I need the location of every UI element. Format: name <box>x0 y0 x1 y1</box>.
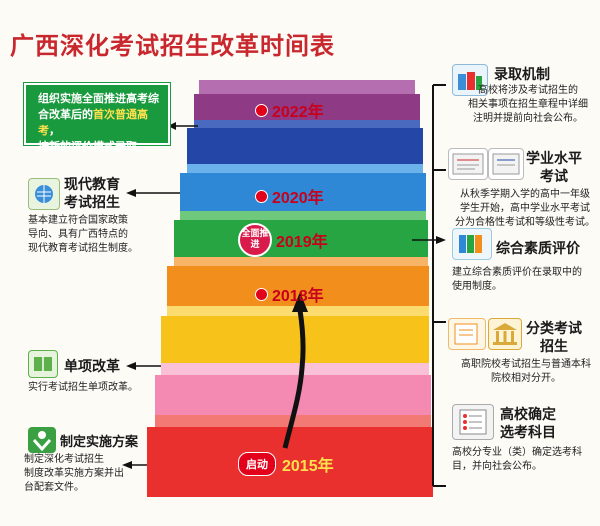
step-3 <box>161 306 429 363</box>
progress-arrow-head <box>292 292 308 312</box>
year-2022: 2022年 <box>272 104 324 121</box>
step-5 <box>174 211 428 257</box>
highlight-text: 首次普通高考 <box>38 108 148 137</box>
answer-sheet-icon <box>488 148 524 180</box>
year-2015: 2015年 <box>282 458 334 475</box>
marker-2022: 2022年 <box>255 98 324 122</box>
building-icon <box>488 318 522 350</box>
step-7 <box>187 120 423 164</box>
single-reform-heading: 单项改革 <box>64 359 120 375</box>
classified-desc: 高职院校考试招生与普通本科 院校相对分开。 <box>461 359 591 384</box>
document-icon <box>448 318 486 350</box>
arrow-2020 <box>126 189 136 197</box>
single-reform-desc: 实行考试招生单项改革。 <box>28 382 138 393</box>
full-advance-badge: 全面推进 <box>238 223 272 257</box>
globe-icon <box>28 178 60 210</box>
proficiency-heading: 学业水平 考试 <box>526 151 582 185</box>
step-2 <box>155 363 431 415</box>
arrow-2019 <box>436 236 446 244</box>
step-1 <box>147 415 433 497</box>
marker-2018: 2018年 <box>255 282 324 306</box>
book-icon <box>28 350 58 378</box>
subjects-desc: 高校分专业（类）确定选考科 目，并向社会公布。 <box>452 447 582 472</box>
marker-dot <box>255 287 268 301</box>
year-2019: 2019年 <box>276 234 328 251</box>
folders-icon <box>452 228 492 260</box>
arrow-plan <box>122 461 132 469</box>
marker-2020: 2020年 <box>255 184 324 208</box>
modern-exam-desc: 基本建立符合国家政策 导向、具有广西特点的 现代教育考试招生制度。 <box>28 215 138 254</box>
progress-arrow <box>282 309 306 449</box>
year-2018: 2018年 <box>272 288 324 305</box>
admission-heading: 录取机制 <box>494 67 550 83</box>
marker-2019: 全面推进 2019年 <box>238 223 328 257</box>
books-icon <box>452 64 488 96</box>
year-2020: 2020年 <box>272 190 324 207</box>
arrow-single <box>126 362 136 370</box>
quality-heading: 综合素质评价 <box>496 241 580 257</box>
marker-2015: 启动 2015年 <box>238 452 334 476</box>
proficiency-desc: 从秋季学期入学的高中一年级 学生开始，高中学业水平考试 分为合格性考试和等级性考… <box>455 189 595 228</box>
step-8 <box>194 80 420 120</box>
start-badge: 启动 <box>238 452 276 476</box>
subjects-heading: 高校确定 选考科目 <box>500 407 556 441</box>
classified-heading: 分类考试 招生 <box>526 321 582 355</box>
box-line-2: 合改革后的首次普通高考， <box>38 108 148 137</box>
first-exam-box: 组织实施全面推进高考综 合改革后的首次普通高考， 按新的评价模式录取。 <box>24 83 170 153</box>
page-title: 广西深化考试招生改革时间表 <box>10 31 335 60</box>
admission-desc: 高校将涉及考试招生的 相关事项在招生章程中详细 注明并提前向社会公布。 <box>468 85 588 124</box>
marker-dot <box>255 103 268 117</box>
modern-exam-heading: 现代教育 考试招生 <box>64 177 120 211</box>
plan-desc: 制定深化考试招生 制度改革实施方案并出 台配套文件。 <box>24 454 124 493</box>
person-icon <box>28 427 56 453</box>
step-6 <box>180 164 426 211</box>
marker-dot <box>255 189 268 203</box>
quality-desc: 建立综合素质评价在录取中的 使用制度。 <box>452 267 582 292</box>
box-line-1: 组织实施全面推进高考综 <box>38 92 159 105</box>
box-line-3: 按新的评价模式录取。 <box>38 140 148 153</box>
test-paper-icon <box>448 148 488 180</box>
plan-heading: 制定实施方案 <box>60 435 139 450</box>
checklist-icon <box>452 404 494 440</box>
